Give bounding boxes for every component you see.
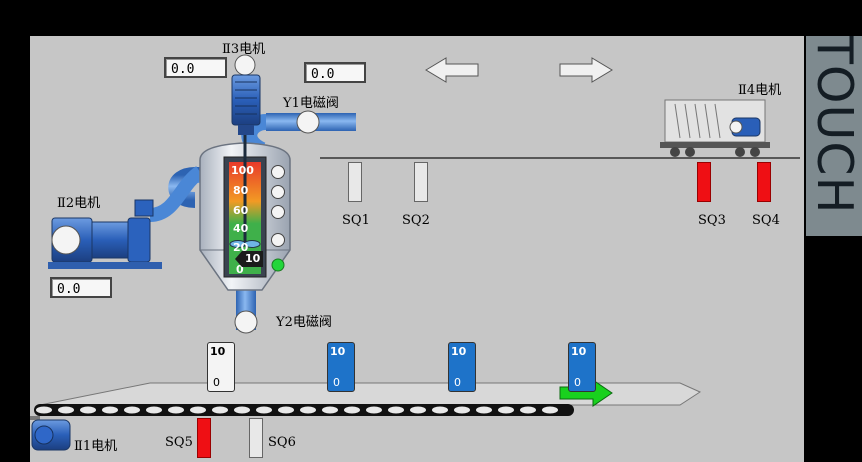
scale-60: 60 bbox=[233, 204, 249, 217]
conveyor-link bbox=[300, 406, 316, 414]
scale-0: 0 bbox=[236, 263, 244, 276]
sensor-sq2 bbox=[414, 162, 428, 202]
sensor-sq5 bbox=[197, 418, 211, 458]
conveyor-link bbox=[388, 406, 404, 414]
bottle-2-bottom: 0 bbox=[333, 376, 340, 389]
m2-speed-field[interactable]: 0.0 bbox=[50, 277, 112, 298]
conveyor-link bbox=[542, 406, 558, 414]
m1-label: Ⅱ1电机 bbox=[74, 439, 118, 454]
conveyor-link bbox=[146, 406, 162, 414]
tank-level-value: 10 bbox=[245, 252, 261, 265]
conveyor-link bbox=[278, 406, 294, 414]
m3-speed-field[interactable]: 0.0 bbox=[164, 57, 227, 78]
conveyor bbox=[30, 382, 702, 420]
sensor-sq4 bbox=[757, 162, 771, 202]
conveyor-link bbox=[366, 406, 382, 414]
bottle-3-bottom: 0 bbox=[454, 376, 461, 389]
sensor-sq6-label: SQ6 bbox=[268, 435, 296, 450]
bottle-4-top: 10 bbox=[571, 345, 587, 358]
sensor-sq3 bbox=[697, 162, 711, 202]
scale-20: 20 bbox=[233, 241, 249, 254]
m2-label: Ⅱ2电机 bbox=[57, 196, 101, 211]
conveyor-link bbox=[36, 406, 52, 414]
bottle-2-top: 10 bbox=[330, 345, 346, 358]
conveyor-link bbox=[454, 406, 470, 414]
conveyor-link bbox=[432, 406, 448, 414]
conveyor-link bbox=[498, 406, 514, 414]
y1-label: Y1电磁阀 bbox=[283, 96, 339, 111]
sensor-sq3-label: SQ3 bbox=[698, 213, 726, 228]
conveyor-link bbox=[344, 406, 360, 414]
conveyor-link bbox=[168, 406, 184, 414]
run-indicator bbox=[271, 258, 285, 272]
bottle-2: 10 0 bbox=[327, 342, 355, 392]
sensor-sq4-label: SQ4 bbox=[752, 213, 780, 228]
sensor-sq5-label: SQ5 bbox=[165, 435, 193, 450]
bottle-1-top: 10 bbox=[210, 345, 226, 358]
m3-label: Ⅱ3电机 bbox=[222, 42, 266, 57]
y1-value-field[interactable]: 0.0 bbox=[304, 62, 366, 83]
bottle-1-bottom: 0 bbox=[213, 376, 220, 389]
conveyor-link bbox=[124, 406, 140, 414]
bottle-1: 10 0 bbox=[207, 342, 235, 392]
scale-100: 100 bbox=[231, 164, 254, 177]
bottle-4-bottom: 0 bbox=[574, 376, 581, 389]
sensor-sq1 bbox=[348, 162, 362, 202]
y2-label: Y2电磁阀 bbox=[276, 315, 332, 330]
sensor-sq1-label: SQ1 bbox=[342, 213, 370, 228]
arrow-right-icon[interactable] bbox=[559, 57, 613, 83]
conveyor-link bbox=[80, 406, 96, 414]
bottle-4: 10 0 bbox=[568, 342, 596, 392]
truck-graphic bbox=[660, 99, 770, 157]
sensor-sq2-label: SQ2 bbox=[402, 213, 430, 228]
m4-label: Ⅱ4电机 bbox=[738, 83, 782, 98]
conveyor-link bbox=[476, 406, 492, 414]
scale-80: 80 bbox=[233, 184, 249, 197]
conveyor-link bbox=[520, 406, 536, 414]
conveyor-link bbox=[410, 406, 426, 414]
conveyor-link bbox=[256, 406, 272, 414]
motor-m1-graphic bbox=[31, 419, 71, 451]
conveyor-link bbox=[102, 406, 118, 414]
conveyor-link bbox=[322, 406, 338, 414]
touch-brand-strip: TOUCH bbox=[806, 36, 862, 236]
conveyor-link bbox=[212, 406, 228, 414]
arrow-left-icon[interactable] bbox=[425, 57, 479, 83]
sensor-sq6 bbox=[249, 418, 263, 458]
conveyor-link bbox=[58, 406, 74, 414]
conveyor-link bbox=[190, 406, 206, 414]
conveyor-link bbox=[234, 406, 250, 414]
bottle-3: 10 0 bbox=[448, 342, 476, 392]
motor-m2-graphic bbox=[48, 199, 162, 269]
scale-40: 40 bbox=[233, 222, 249, 235]
tank-level-pointer: 10 bbox=[235, 251, 263, 267]
bottle-3-top: 10 bbox=[451, 345, 467, 358]
